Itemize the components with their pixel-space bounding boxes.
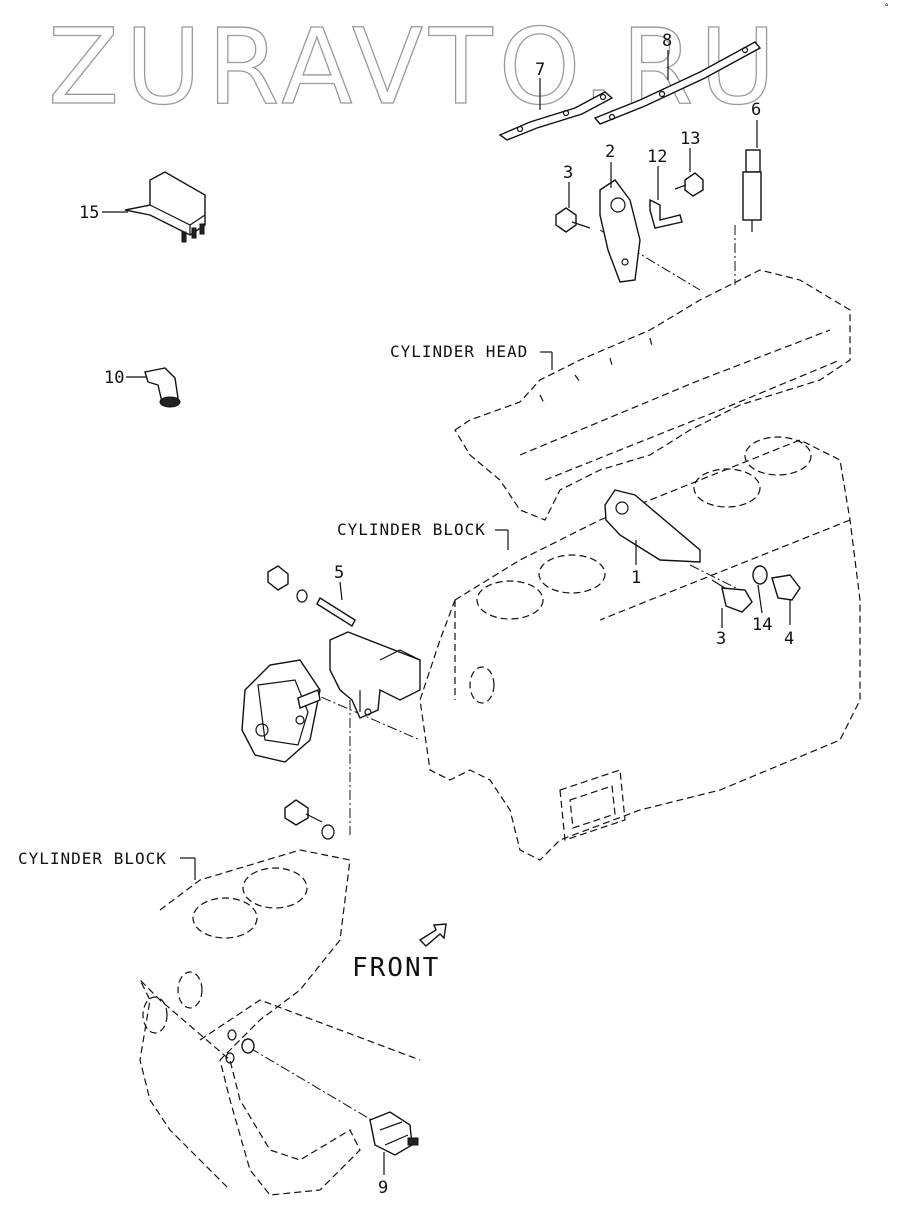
part-8-bracket [593,41,762,125]
callout-3-lower: 3 [716,629,726,649]
lower-block-fittings [225,1029,255,1064]
watermark-text: ZURAVTO.RU [48,6,782,128]
cylinder-block-lower-outline [139,849,421,1196]
front-arrow-icon [418,923,447,947]
part-3-bolt-lower [711,579,753,613]
corner-mark: ° [884,3,889,13]
callout-6: 6 [751,100,761,120]
engine-mount-bracket [329,631,421,719]
part-7-bracket [498,91,614,141]
callout-8: 8 [662,31,672,51]
cylinder-block-lower-label: CYLINDER BLOCK [18,849,167,868]
part-9-pressure-switch [369,1111,419,1156]
cylinder-block-upper-label: CYLINDER BLOCK [337,520,486,539]
cylinder-head-label: CYLINDER HEAD [390,342,528,361]
callout-10: 10 [104,368,124,388]
callout-7: 7 [535,60,545,80]
callout-13: 13 [680,129,700,149]
part-10-elbow-fitting [144,367,181,408]
callout-12: 12 [647,147,667,167]
cylinder-block-upper-outline [419,436,861,861]
part-2-bracket [599,179,641,283]
callout-1: 1 [631,568,641,588]
callout-5: 5 [334,563,344,583]
cylinder-head-outline [454,269,851,521]
callout-15: 15 [79,203,99,223]
part-3-bolt-upper [555,207,591,233]
callout-2: 2 [605,142,615,162]
callout-14: 14 [752,615,772,635]
callout-3-upper: 3 [563,163,573,183]
part-6-glow-plug [742,149,762,232]
mount-bolt-lower [284,799,335,840]
front-label: FRONT [352,953,440,983]
part-1-bracket [604,489,701,563]
part-13-bolt [674,172,704,197]
leader-lines [102,50,791,1175]
part-5-stud [267,565,356,628]
part-14-washer [752,565,768,585]
part-4-plug [771,574,801,601]
callout-9: 9 [378,1178,388,1198]
callout-4: 4 [784,629,794,649]
part-12-clip [649,198,683,229]
part-15-relay [124,171,206,243]
callout-labels: 1 2 3 3 4 5 6 7 8 9 10 12 13 14 15 [79,31,794,1198]
engine-mount-rubber [241,659,321,763]
